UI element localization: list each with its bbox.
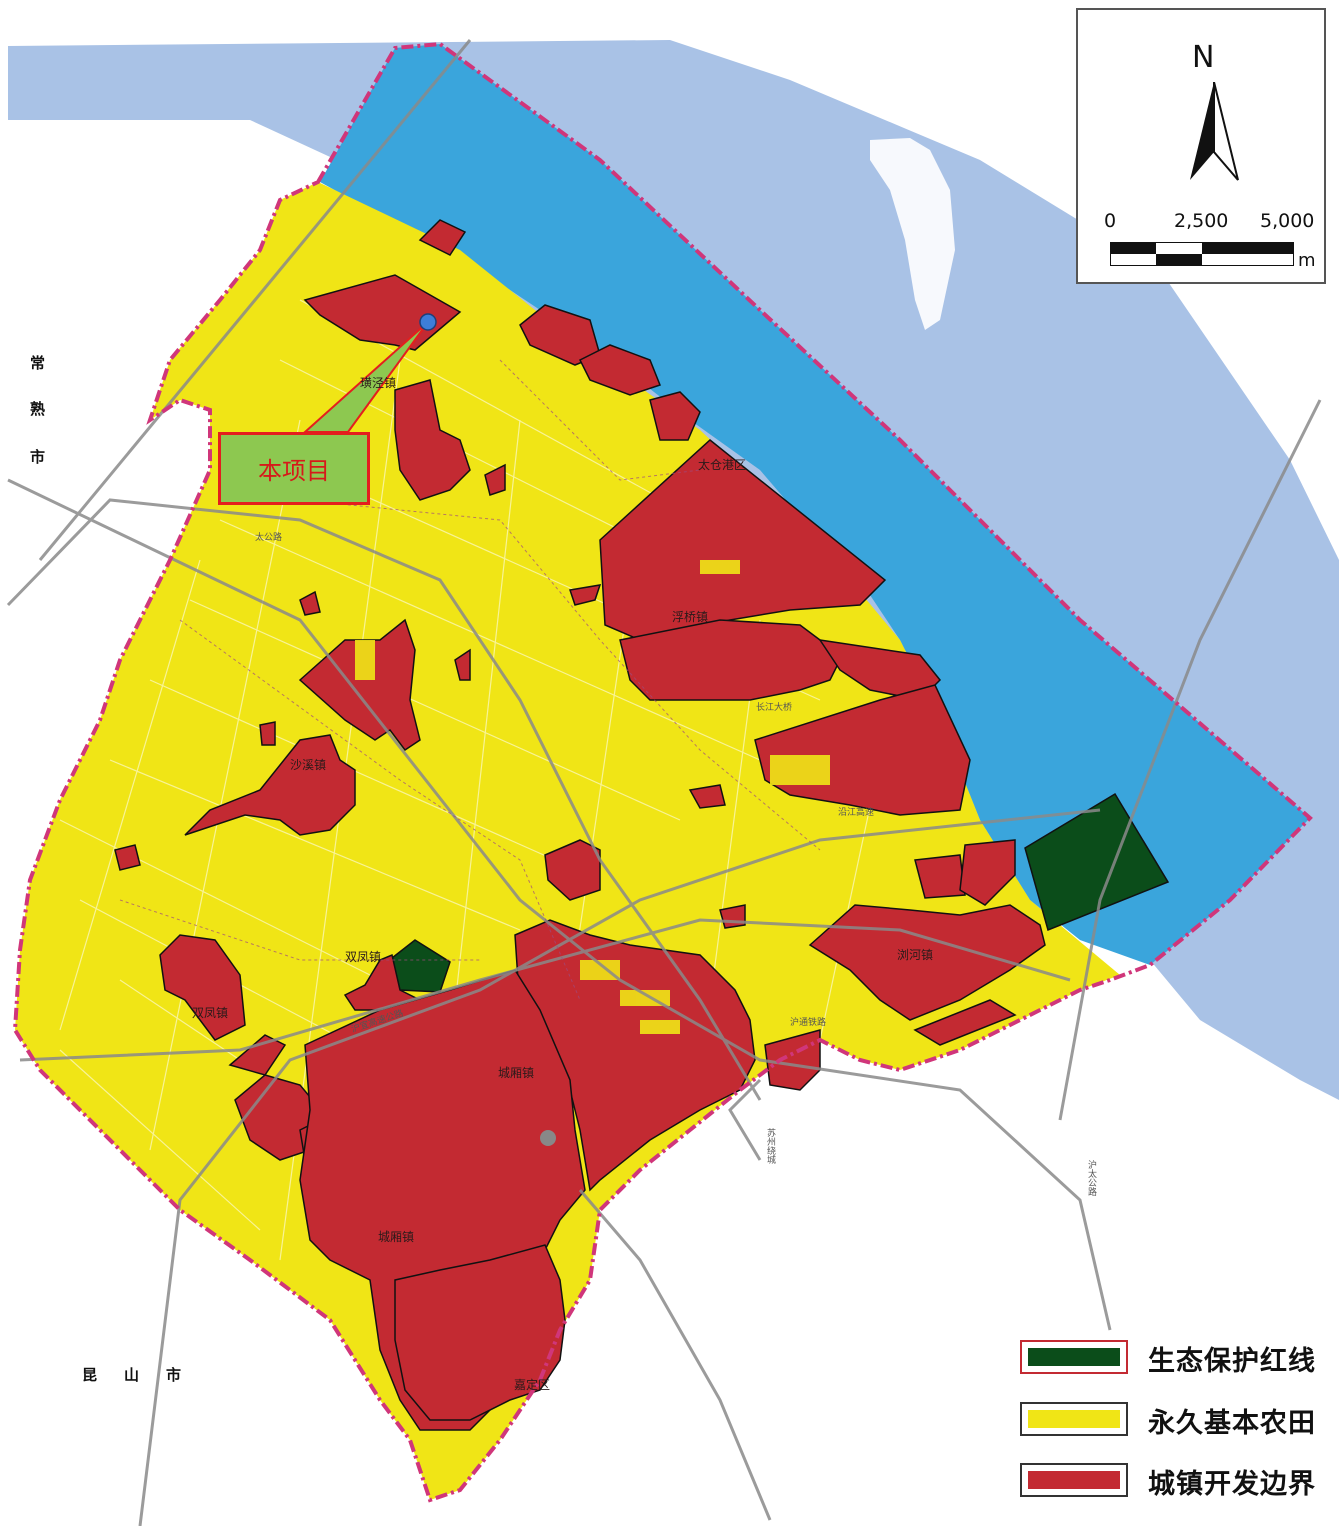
bottom-city-char-3: 市: [166, 1366, 182, 1384]
urban-zones: [114, 219, 1046, 1431]
legend-item-ecology: 生态保护红线: [1020, 1337, 1330, 1377]
roads: [6, 39, 1322, 1526]
left-city-char-1: 常: [30, 354, 46, 372]
admin-boundaries: [119, 359, 821, 1001]
scale-tick-2500: 2,500: [1174, 210, 1229, 232]
town-label-liuhe: 浏河镇: [897, 948, 934, 962]
north-arrow-icon: [1190, 82, 1239, 181]
road-label-yanjiang: 沿江高速: [838, 808, 875, 818]
project-callout: 本项目: [218, 432, 370, 505]
town-label-chengxiang-2: 城厢镇: [498, 1066, 535, 1080]
harbor-water: [320, 44, 1310, 965]
legend-label-ecology: 生态保护红线: [1148, 1346, 1316, 1377]
road-label-tai: 太公路: [255, 533, 283, 543]
town-label-shaxi: 沙溪镇: [290, 758, 327, 772]
scale-tick-5000: 5,000: [1260, 210, 1315, 232]
scale-tick-0: 0: [1104, 210, 1117, 232]
legend-label-urban: 城镇开发边界: [1148, 1469, 1316, 1500]
legend-label-farmland: 永久基本农田: [1148, 1408, 1316, 1439]
town-label-shuangfeng-2: 双凤镇: [345, 950, 382, 964]
project-label: 本项目: [258, 457, 330, 485]
scale-unit: m: [1298, 250, 1316, 271]
road-label-hutong: 沪通铁路: [790, 1018, 827, 1028]
left-city-char-3: 市: [30, 448, 46, 466]
legend-swatch-ecology: [1020, 1340, 1128, 1374]
farmland-patches: [355, 560, 830, 1034]
road-label-hutai: 沪太公路: [1086, 1160, 1096, 1196]
north-label: N: [1192, 40, 1215, 75]
town-label-port: 太仓港区: [698, 458, 747, 472]
left-city-char-2: 熟: [30, 400, 46, 418]
town-label-huangjing: 璜泾镇: [360, 376, 397, 390]
scale-bar: [1110, 242, 1294, 266]
city-boundary: [12, 41, 1313, 1503]
town-label-shuangfeng: 双凤镇: [192, 1006, 229, 1020]
legend-item-farmland: 永久基本农田: [1020, 1399, 1330, 1439]
legend-swatch-farmland: [1020, 1402, 1128, 1436]
road-label-bridge: 长江大桥: [756, 703, 793, 713]
town-label-jiading: 嘉定区: [514, 1378, 551, 1392]
legend-item-urban: 城镇开发边界: [1020, 1460, 1330, 1500]
project-location-marker: [419, 313, 437, 331]
town-label-fuqiao: 浮桥镇: [672, 610, 709, 624]
bottom-city-char-2: 山: [124, 1366, 140, 1384]
farmland-base: [15, 182, 1120, 1500]
river-island: [870, 138, 955, 330]
north-arrow-scale-box: N 0 2,500 5,000 m: [1076, 8, 1326, 284]
legend-swatch-urban: [1020, 1463, 1128, 1497]
road-label-suzhou: 苏州绕城: [765, 1128, 775, 1164]
town-marker: [540, 1130, 556, 1146]
bottom-city-char-1: 昆: [82, 1366, 98, 1384]
town-label-chengxiang: 城厢镇: [378, 1230, 415, 1244]
